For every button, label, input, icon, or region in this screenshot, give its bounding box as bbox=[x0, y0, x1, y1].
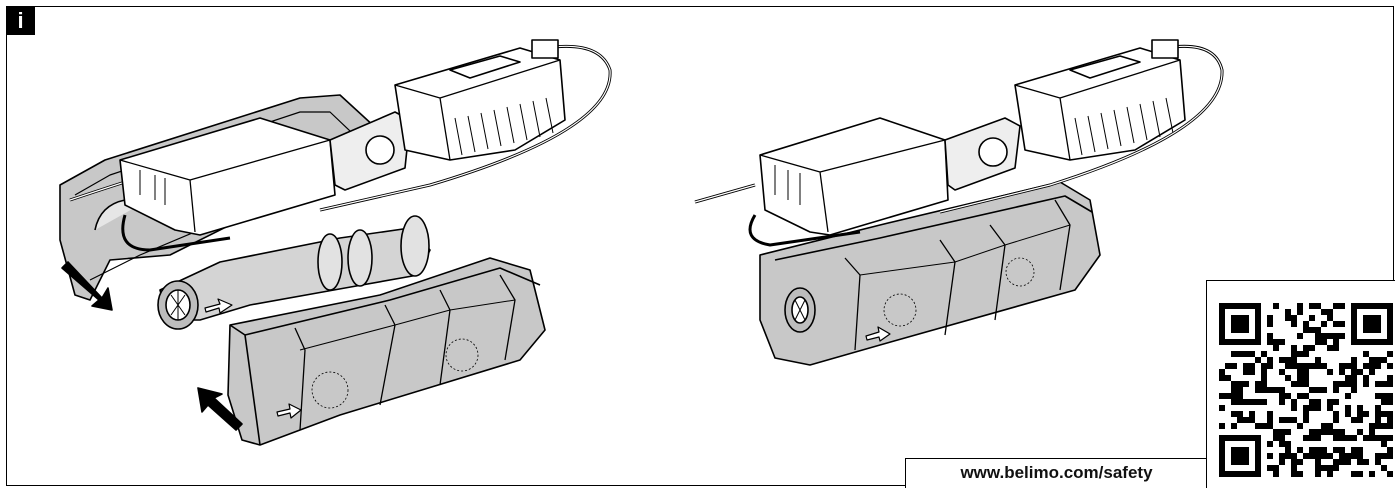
figure-frame bbox=[6, 6, 1394, 486]
info-badge: i bbox=[6, 6, 35, 35]
sensor-module bbox=[119, 117, 336, 236]
move-arrow-icon bbox=[197, 387, 243, 431]
right-illustration bbox=[694, 39, 1224, 366]
left-illustration bbox=[59, 39, 612, 446]
move-arrow-icon bbox=[61, 261, 113, 311]
insulation-flow-arrow-icon bbox=[276, 403, 302, 419]
insulation-flow-arrow-icon bbox=[865, 326, 891, 342]
qr-code-icon bbox=[1219, 303, 1393, 477]
valve-flow-arrow-icon bbox=[204, 298, 233, 314]
sensor-module bbox=[759, 117, 949, 236]
qr-code-panel[interactable] bbox=[1206, 280, 1395, 488]
safety-url-link[interactable]: www.belimo.com/safety bbox=[905, 458, 1207, 488]
